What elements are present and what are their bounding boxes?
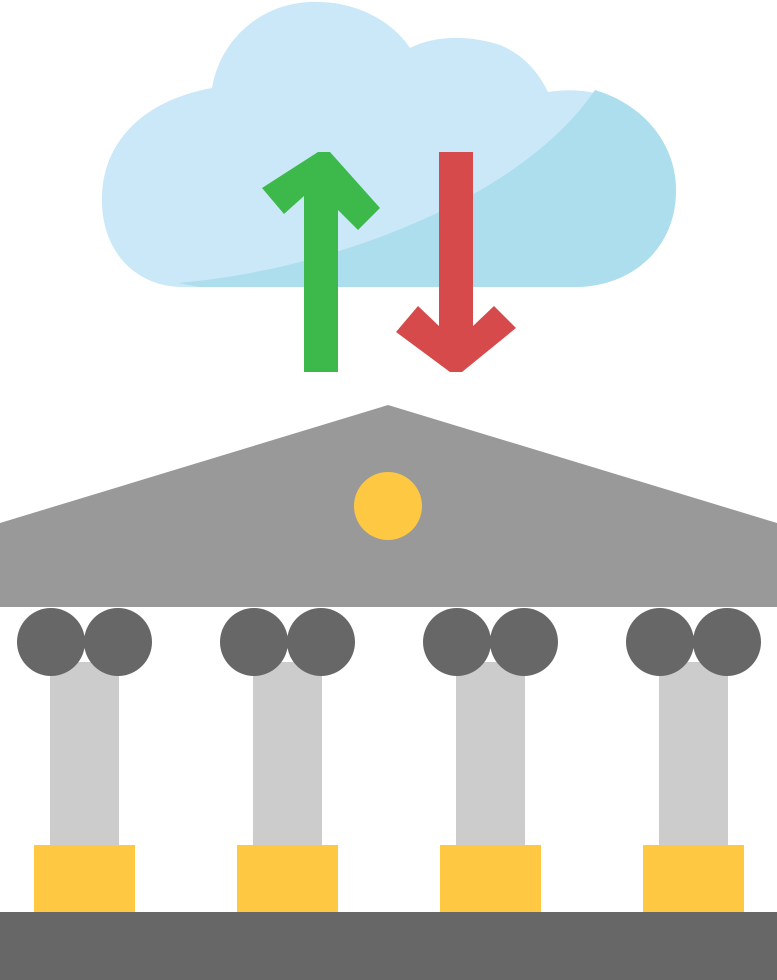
column-base-2 bbox=[237, 845, 338, 913]
column-capitals bbox=[17, 608, 761, 676]
capital-4-right bbox=[693, 608, 761, 676]
roof-emblem bbox=[354, 472, 422, 540]
bank-ground bbox=[0, 912, 777, 980]
download-arrow-shape bbox=[396, 152, 516, 372]
capital-1-right bbox=[84, 608, 152, 676]
bank-building-icon bbox=[0, 405, 777, 980]
column-shaft-4 bbox=[659, 662, 728, 848]
column-shaft-2 bbox=[253, 662, 322, 848]
download-arrow-icon bbox=[396, 152, 516, 372]
capital-3-left bbox=[423, 608, 491, 676]
column-bases bbox=[34, 845, 744, 913]
column-shaft-1 bbox=[50, 662, 119, 848]
column-shafts bbox=[50, 662, 728, 848]
upload-arrow-shape bbox=[262, 152, 380, 372]
cloud-icon bbox=[101, 1, 676, 288]
cloud-shade bbox=[178, 90, 676, 287]
column-base-4 bbox=[643, 845, 744, 913]
capital-3-right bbox=[490, 608, 558, 676]
capital-2-right bbox=[287, 608, 355, 676]
capital-1-left bbox=[17, 608, 85, 676]
upload-arrow-icon bbox=[262, 152, 380, 372]
capital-2-left bbox=[220, 608, 288, 676]
column-base-1 bbox=[34, 845, 135, 913]
column-shaft-3 bbox=[456, 662, 525, 848]
capital-4-left bbox=[626, 608, 694, 676]
column-base-3 bbox=[440, 845, 541, 913]
